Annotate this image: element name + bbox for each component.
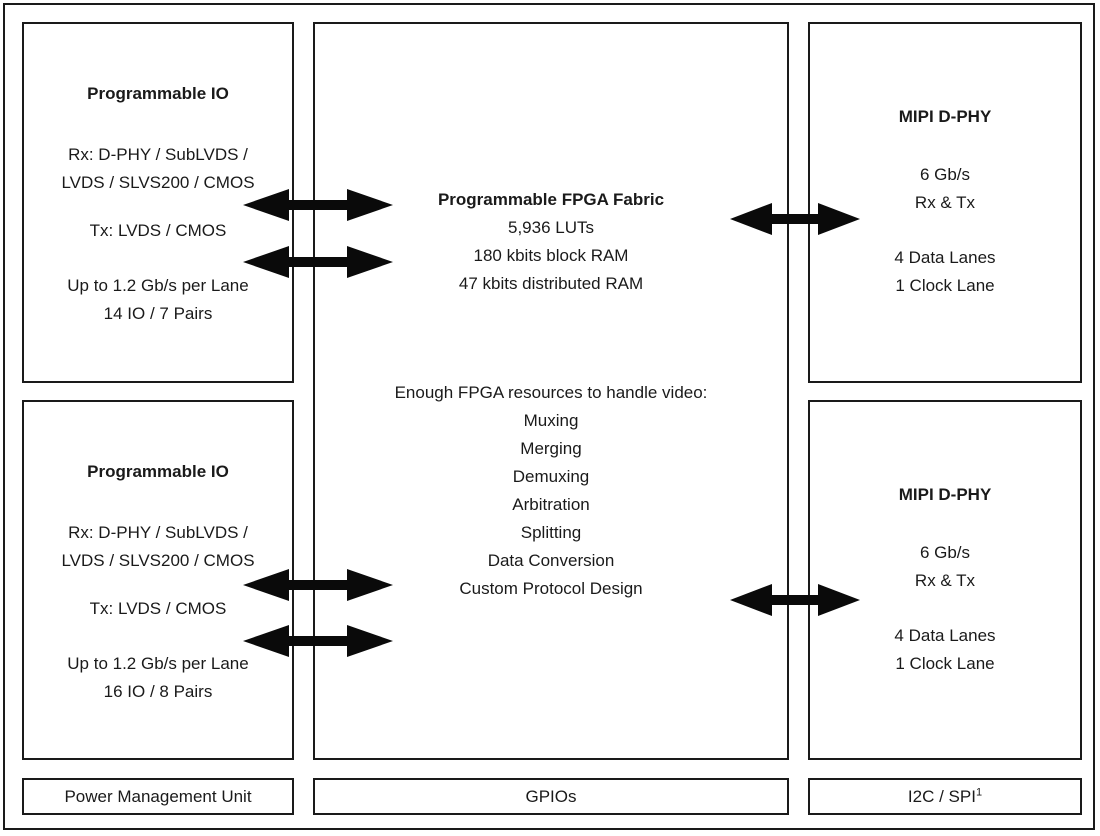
dphy-rate-lines: 6 Gb/s Rx & Tx	[810, 539, 1080, 595]
i2c-spi-box: I2C / SPI1	[808, 778, 1082, 815]
dphy-rxtx-line: Rx & Tx	[914, 193, 976, 212]
io-pairs-line: 16 IO / 8 Pairs	[103, 682, 213, 701]
fabric-luts-line: 5,936 LUTs	[508, 218, 594, 237]
lane-rate-lines: Up to 1.2 Gb/s per Lane 14 IO / 7 Pairs	[24, 272, 292, 328]
lane-rate-lines: Up to 1.2 Gb/s per Lane 16 IO / 8 Pairs	[24, 650, 292, 706]
programmable-io-top-box: Programmable IO Rx: D-PHY / SubLVDS / LV…	[22, 22, 294, 383]
bidirectional-arrow-icon	[243, 189, 393, 221]
resource-item-splitting: Splitting	[520, 523, 582, 542]
bidirectional-arrow-icon	[243, 246, 393, 278]
resource-item-demuxing: Demuxing	[512, 467, 590, 486]
lane-rate-line: Up to 1.2 Gb/s per Lane	[67, 654, 249, 673]
resource-item-merging: Merging	[520, 439, 582, 458]
resource-item-data-conversion: Data Conversion	[487, 551, 615, 570]
dphy-rate-lines: 6 Gb/s Rx & Tx	[810, 161, 1080, 217]
resources-intro: Enough FPGA resources to handle video:	[394, 383, 708, 402]
power-management-unit-label: Power Management Unit	[64, 786, 252, 806]
lane-rate-line: Up to 1.2 Gb/s per Lane	[67, 276, 249, 295]
rx-standards-line2: LVDS / SLVS200 / CMOS	[61, 551, 255, 570]
bidirectional-arrow-icon	[730, 203, 860, 235]
fpga-fabric-box: Programmable FPGA Fabric 5,936 LUTs 180 …	[313, 22, 789, 760]
dphy-lane-lines: 4 Data Lanes 1 Clock Lane	[810, 244, 1080, 300]
i2c-spi-text: I2C / SPI	[907, 786, 976, 806]
bidirectional-arrow-icon	[243, 625, 393, 657]
i2c-spi-label: I2C / SPI1	[907, 785, 983, 807]
rx-standards-line1: Rx: D-PHY / SubLVDS /	[68, 145, 248, 164]
gpios-box: GPIOs	[313, 778, 789, 815]
rx-standards-lines: Rx: D-PHY / SubLVDS / LVDS / SLVS200 / C…	[24, 519, 292, 575]
dphy-rxtx-line: Rx & Tx	[914, 571, 976, 590]
bidirectional-arrow-icon	[730, 584, 860, 616]
programmable-io-bottom-box: Programmable IO Rx: D-PHY / SubLVDS / LV…	[22, 400, 294, 760]
fabric-block-ram-line: 180 kbits block RAM	[473, 246, 629, 265]
io-pairs-line: 14 IO / 7 Pairs	[103, 304, 213, 323]
programmable-io-top-title: Programmable IO	[87, 84, 229, 103]
mipi-dphy-top-title: MIPI D-PHY	[898, 107, 992, 126]
programmable-io-bottom-title: Programmable IO	[87, 462, 229, 481]
rx-standards-line2: LVDS / SLVS200 / CMOS	[61, 173, 255, 192]
i2c-spi-footnote-marker: 1	[975, 785, 983, 798]
mipi-dphy-top-box: MIPI D-PHY 6 Gb/s Rx & Tx 4 Data Lanes 1…	[808, 22, 1082, 383]
tx-standards-line: Tx: LVDS / CMOS	[89, 221, 227, 240]
bidirectional-arrow-icon	[243, 569, 393, 601]
gpios-label: GPIOs	[525, 786, 577, 806]
rx-standards-line1: Rx: D-PHY / SubLVDS /	[68, 523, 248, 542]
dphy-rate-line: 6 Gb/s	[919, 543, 971, 562]
dphy-data-lanes-line: 4 Data Lanes	[894, 626, 996, 645]
mipi-dphy-bottom-box: MIPI D-PHY 6 Gb/s Rx & Tx 4 Data Lanes 1…	[808, 400, 1082, 760]
dphy-lane-lines: 4 Data Lanes 1 Clock Lane	[810, 622, 1080, 678]
resource-item-arbitration: Arbitration	[512, 495, 590, 514]
resource-item-custom-protocol: Custom Protocol Design	[459, 579, 643, 598]
fpga-fabric-title: Programmable FPGA Fabric	[437, 190, 665, 209]
dphy-clock-lane-line: 1 Clock Lane	[895, 654, 995, 673]
rx-standards-lines: Rx: D-PHY / SubLVDS / LVDS / SLVS200 / C…	[24, 141, 292, 197]
tx-standards-line: Tx: LVDS / CMOS	[89, 599, 227, 618]
dphy-rate-line: 6 Gb/s	[919, 165, 971, 184]
fabric-distributed-ram-line: 47 kbits distributed RAM	[458, 274, 644, 293]
dphy-data-lanes-line: 4 Data Lanes	[894, 248, 996, 267]
dphy-clock-lane-line: 1 Clock Lane	[895, 276, 995, 295]
power-management-unit-box: Power Management Unit	[22, 778, 294, 815]
resource-item-muxing: Muxing	[523, 411, 579, 430]
mipi-dphy-bottom-title: MIPI D-PHY	[898, 485, 992, 504]
